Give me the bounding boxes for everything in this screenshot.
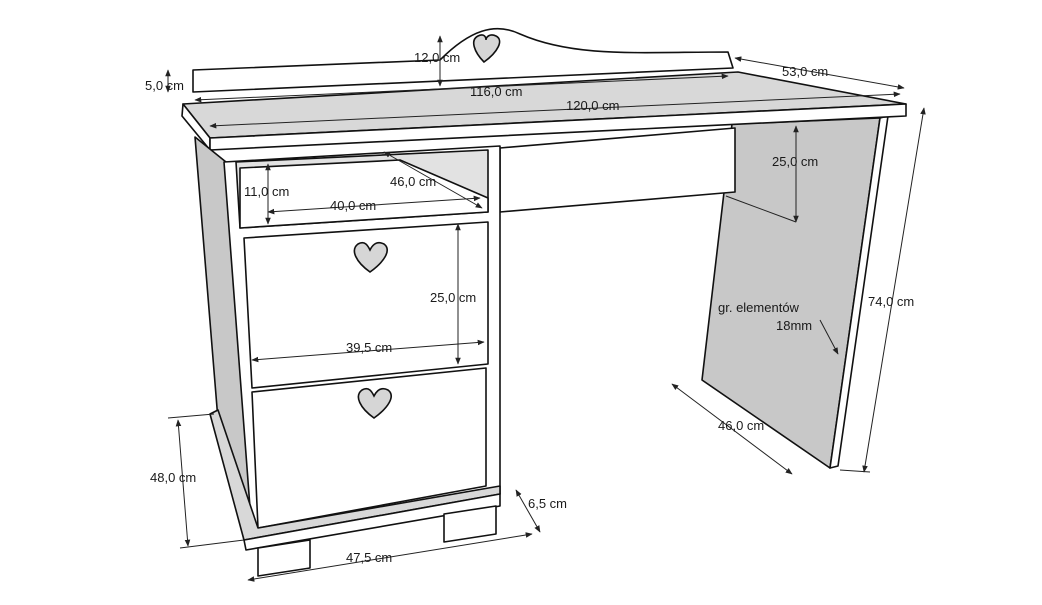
dim-line-shelf-width xyxy=(267,195,481,215)
label-drawer-height: 25,0 cm xyxy=(430,290,476,305)
label-pedestal-width: 47,5 cm xyxy=(346,550,392,565)
label-material-line2: 18mm xyxy=(776,318,812,333)
label-pedestal-height: 48,0 cm xyxy=(150,470,196,485)
dim-line-top-depth xyxy=(734,56,905,90)
dim-ext-total-height xyxy=(839,469,871,473)
dim-line-total-height xyxy=(862,107,926,473)
lower-drawer xyxy=(251,367,487,529)
dim-ext-pedestal-top xyxy=(167,413,215,419)
dim-line-plinth-height xyxy=(515,489,541,533)
dimension-lines xyxy=(165,35,926,582)
label-drawer-width: 39,5 cm xyxy=(346,340,392,355)
label-rail-height: 25,0 cm xyxy=(772,154,818,169)
dim-line-pedestal-height xyxy=(175,419,191,547)
label-shelf-width: 40,0 cm xyxy=(330,198,376,213)
label-shelf-depth: 46,0 cm xyxy=(390,174,436,189)
dim-line-pedestal-width xyxy=(247,532,533,582)
dim-line-side-depth xyxy=(671,383,793,475)
label-plinth-height: 6,5 cm xyxy=(528,496,567,511)
dim-line-drawer-width xyxy=(251,339,485,363)
dim-leader-material xyxy=(819,319,839,355)
label-backboard-width: 116,0 cm xyxy=(470,84,523,99)
label-backboard-height: 5,0 cm xyxy=(145,78,184,93)
label-top-depth: 53,0 cm xyxy=(782,64,828,79)
heart-cutout-upper-drawer xyxy=(353,241,388,273)
dim-line-top-width xyxy=(209,91,901,129)
label-side-depth: 46,0 cm xyxy=(718,418,764,433)
label-total-height: 74,0 cm xyxy=(868,294,914,309)
label-material-line1: gr. elementów xyxy=(718,300,800,315)
back-rail xyxy=(499,127,736,213)
heart-cutout-lower-drawer xyxy=(357,387,392,419)
label-top-width: 120,0 cm xyxy=(566,98,619,113)
dimension-labels: 5,0 cm 12,0 cm 116,0 cm 120,0 cm 53,0 cm… xyxy=(145,50,914,565)
heart-cutout-backboard xyxy=(472,34,501,64)
dim-ext-rail xyxy=(725,195,797,223)
dim-ext-pedestal-bottom xyxy=(179,539,245,549)
label-heart-height: 12,0 cm xyxy=(414,50,460,65)
label-shelf-height: 11,0 cm xyxy=(244,184,289,199)
